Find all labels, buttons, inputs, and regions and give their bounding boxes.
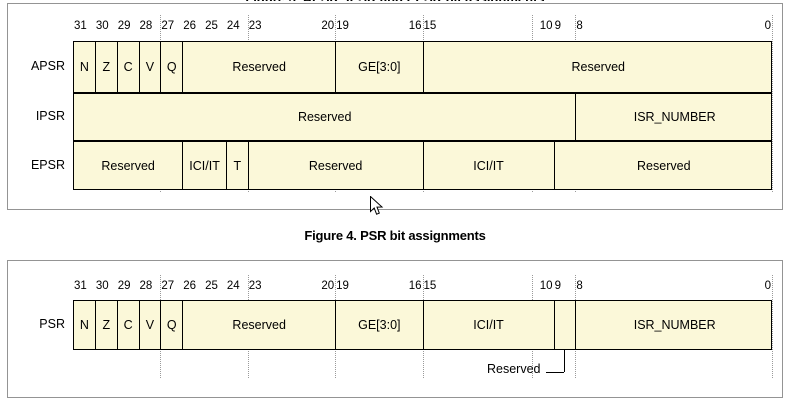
bitfield-ipsr-reserved-31-9: Reserved (74, 94, 577, 140)
bit-tick-label-0: 0 (764, 280, 771, 292)
bit-tick-label-16: 16 (408, 280, 422, 292)
bit-tick-label-16: 16 (408, 20, 422, 32)
bit-tick-label-20: 20 (321, 280, 335, 292)
bit-tick-label-20: 20 (321, 20, 335, 32)
bit-tick-label-24: 24 (226, 20, 240, 32)
bit-tick-label-29: 29 (117, 20, 131, 32)
bit-tick-label-28: 28 (139, 280, 153, 292)
register-name-epsr: EPSR (30, 157, 65, 172)
bitfield-epsr-ici-it-15-10: ICI/IT (424, 142, 555, 189)
bitfield-psr-n-31-31: N (74, 301, 96, 349)
bitfield-apsr-reserved-15-0: Reserved (571, 60, 626, 74)
bitfield-psr-q-27-27: Q (161, 301, 184, 349)
bitfield-psr-reserved-26-20: Reserved (183, 301, 337, 349)
bit-tick-label-9: 9 (554, 20, 561, 32)
bit-guide-line-0 (772, 15, 773, 192)
bit-tick-label-24: 24 (226, 280, 240, 292)
bit-tick-label-23: 23 (248, 280, 262, 292)
bitfield-apsr-reserved-26-20: Reserved (183, 42, 337, 92)
bit-tick-label-9: 9 (554, 280, 561, 292)
bitfield-epsr-t-24-24: T (227, 142, 249, 189)
callout-leader-vertical (564, 350, 566, 372)
bitfield-psr-c-29-29: C (118, 301, 140, 349)
bit-guide-line-0 (772, 275, 773, 378)
bit-tick-label-25: 25 (205, 20, 218, 32)
bit-tick-label-26: 26 (183, 280, 197, 292)
bitfield-psr-ge-3-0-19-16: GE[3:0] (336, 301, 424, 349)
bit-tick-label-19: 19 (336, 280, 349, 292)
bit-tick-label-19: 19 (336, 20, 349, 32)
bitfield-epsr-reserved-9-0: Reserved (637, 158, 691, 173)
bit-tick-label-30: 30 (95, 280, 109, 292)
figure3-title-truncated: Figure 3. APSR, IPSR and EPSR bit assign… (0, 0, 790, 1)
register-row-ipsr: Reserved ISR_NUMBER (73, 93, 772, 141)
bitfield-epsr-reserved-31-27: Reserved (74, 142, 184, 189)
bit-tick-label-8: 8 (576, 20, 583, 32)
bit-tick-label-15: 15 (423, 280, 437, 292)
bitfield-psr-z-30-30: Z (96, 301, 118, 349)
bit-tick-label-31: 31 (74, 20, 87, 32)
bitfield-apsr-q-27-27: Q (161, 42, 184, 92)
callout-leader-horizontal (546, 372, 565, 373)
bit-tick-label-26: 26 (183, 20, 197, 32)
bit-tick-label-30: 30 (95, 20, 109, 32)
bit-tick-label-28: 28 (139, 20, 153, 32)
register-name-apsr: APSR (30, 59, 65, 73)
bit-tick-label-27: 27 (161, 280, 175, 292)
bit-tick-label-15: 15 (423, 20, 437, 32)
bitfield-epsr-reserved-23-16: Reserved (249, 142, 424, 189)
bit-tick-label-27: 27 (161, 20, 175, 32)
bitfield-psr-ici-it-15-10: ICI/IT (424, 301, 555, 349)
bitfield-apsr-n-31-31: N (74, 42, 96, 92)
register-name-ipsr: IPSR (35, 109, 65, 123)
bit-tick-label-23: 23 (248, 20, 262, 32)
bitfield-apsr-v-28-28: V (140, 42, 162, 92)
bitfield-psr-v-28-28: V (140, 301, 162, 349)
bitfield-apsr-c-29-29: C (118, 42, 140, 92)
bit-tick-label-8: 8 (576, 280, 583, 292)
register-name-psr: PSR (39, 317, 65, 331)
bit-tick-label-0: 0 (764, 20, 771, 32)
bit-tick-label-10: 10 (539, 280, 553, 292)
bit-tick-label-25: 25 (205, 280, 218, 292)
bit-tick-label-10: 10 (539, 20, 553, 32)
bitfield-psr-unnamed-9-9 (555, 301, 577, 349)
bitfield-apsr-ge-3-0-19-16: GE[3:0] (336, 42, 424, 92)
bit-tick-label-29: 29 (117, 280, 131, 292)
figure4-title: Figure 4. PSR bit assignments (304, 228, 486, 243)
bitfield-epsr-ici-it-26-25: ICI/IT (183, 142, 227, 189)
bitfield-ipsr-isr-number-8-0: ISR_NUMBER (633, 110, 716, 124)
bit-tick-label-31: 31 (74, 280, 87, 292)
bitfield-apsr-z-30-30: Z (96, 42, 118, 92)
bitfield-psr-isr-number-8-0: ISR_NUMBER (633, 318, 716, 332)
callout-label-reserved: Reserved (486, 362, 541, 376)
